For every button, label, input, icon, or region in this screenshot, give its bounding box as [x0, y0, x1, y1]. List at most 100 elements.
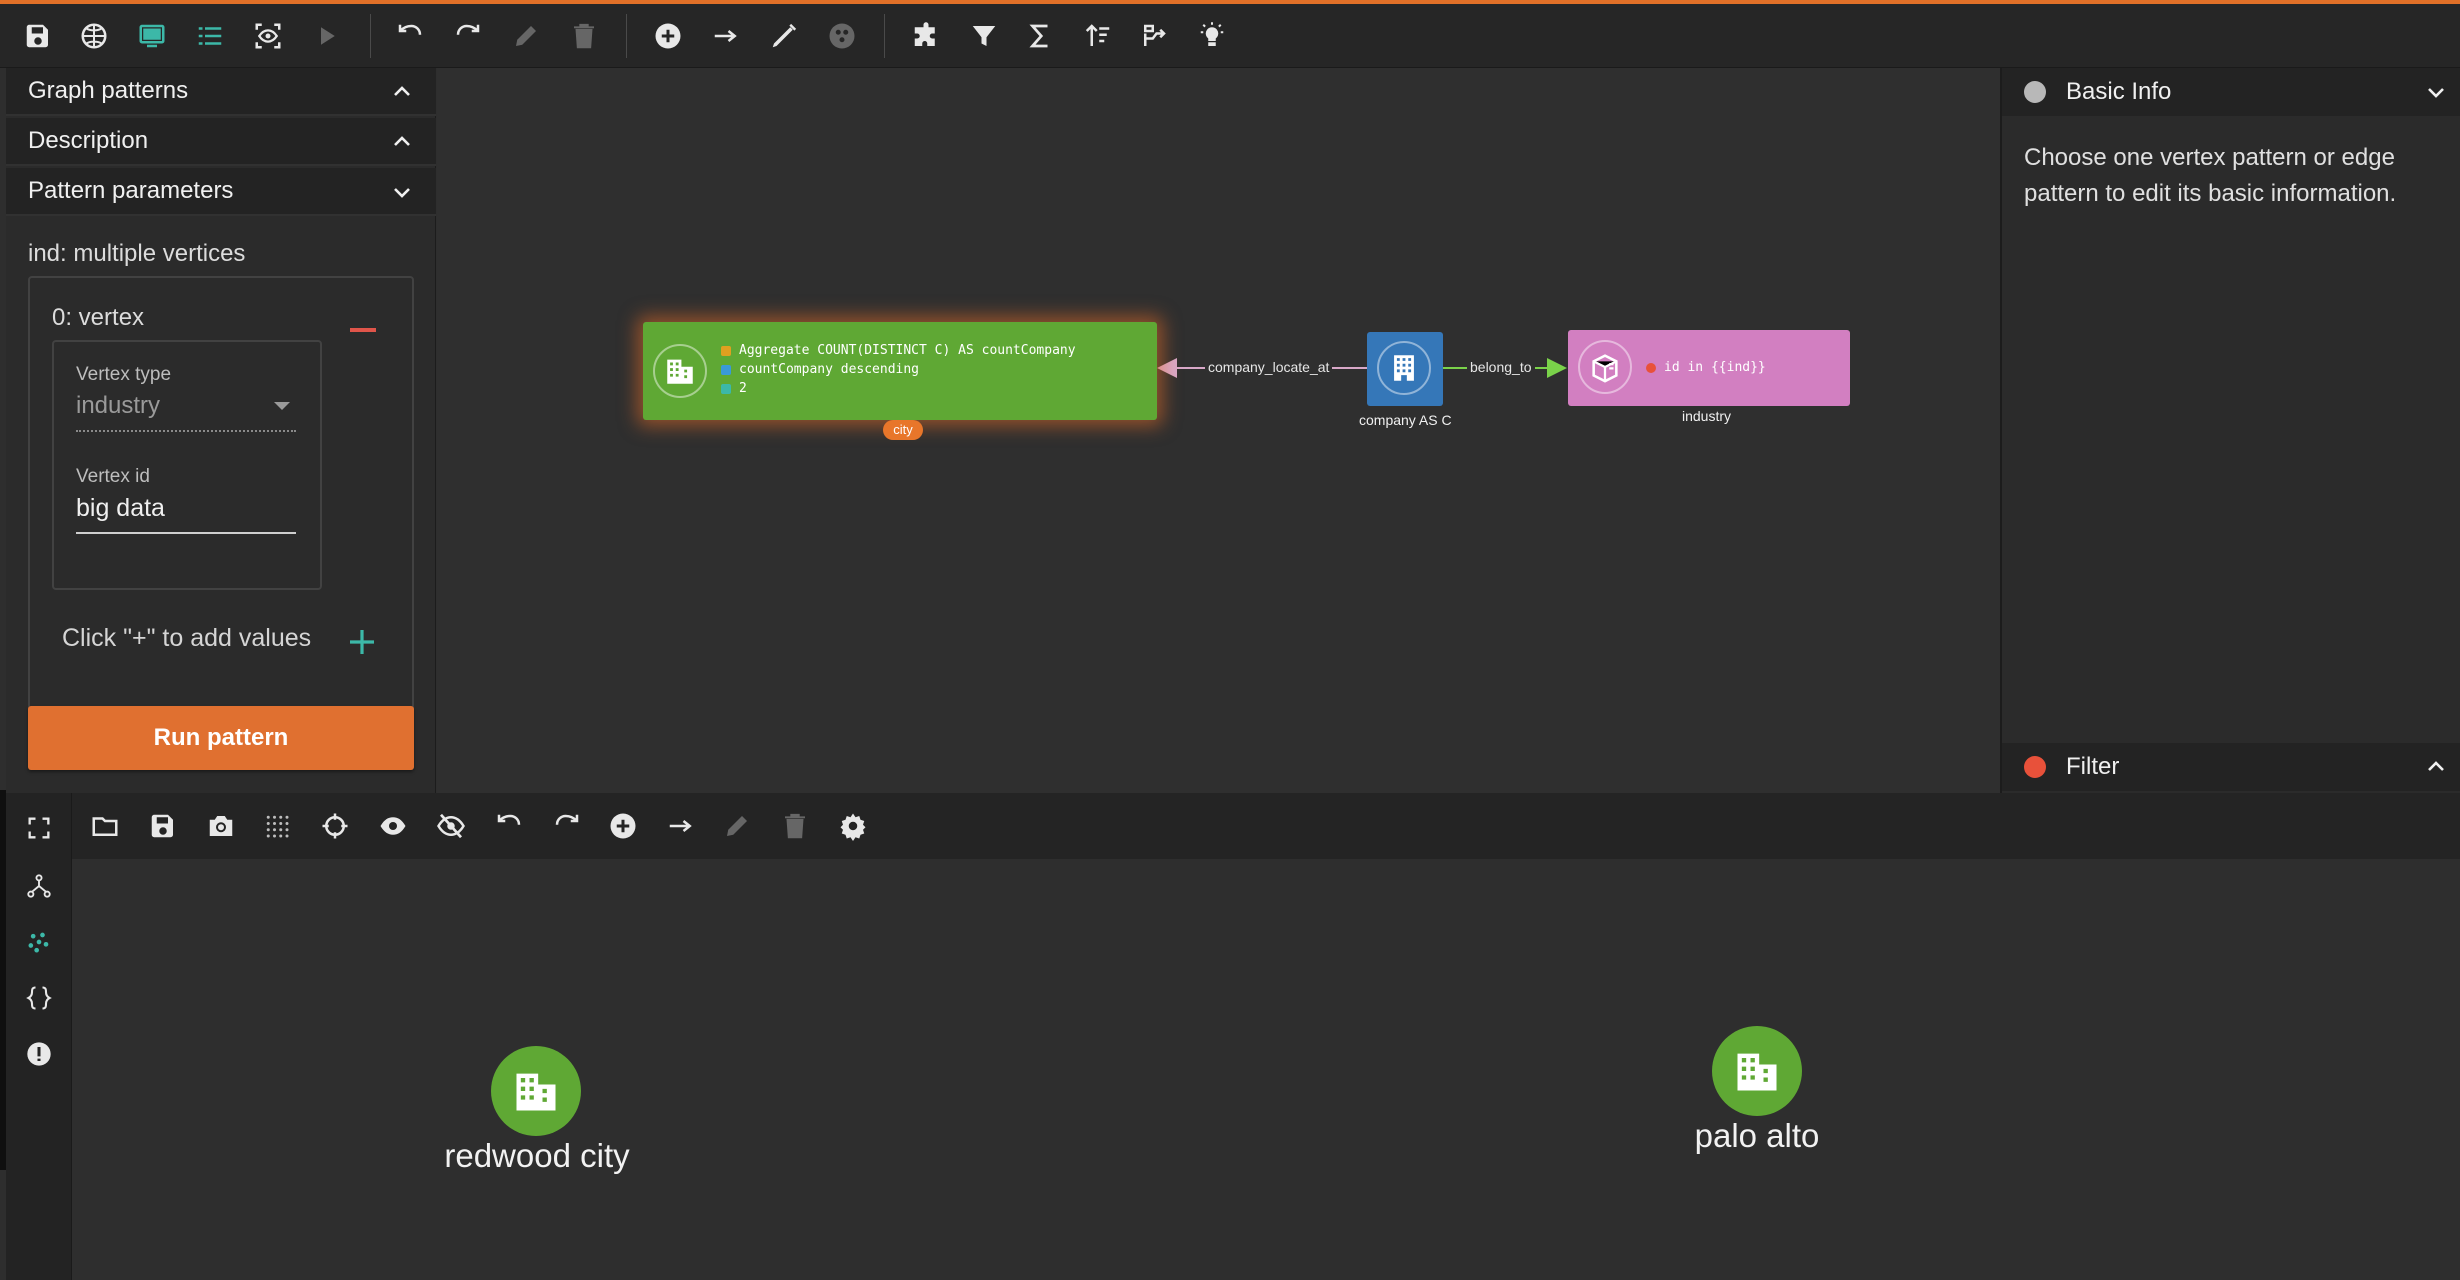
industry-icon — [1578, 340, 1632, 394]
main-toolbar — [0, 4, 2460, 68]
redo-icon[interactable] — [548, 807, 586, 845]
building-icon — [653, 344, 707, 398]
trash-icon[interactable] — [776, 807, 814, 845]
company-caption: company AS C — [1359, 412, 1452, 428]
play-icon[interactable] — [304, 14, 348, 58]
globe-icon[interactable] — [72, 14, 116, 58]
industry-vertex-pattern[interactable]: id in {{ind}} — [1568, 330, 1850, 406]
condition-text: id in {{ind}} — [1664, 360, 1766, 375]
company-vertex-pattern[interactable] — [1367, 332, 1443, 406]
edge-label-company-locate-at: company_locate_at — [1205, 359, 1333, 375]
city-tag: city — [883, 420, 923, 440]
edges-layer — [1157, 358, 1567, 378]
pattern-parameters-title: Pattern parameters — [28, 177, 234, 204]
basic-info-text: Choose one vertex pattern or edge patter… — [2024, 144, 2397, 207]
undo-icon[interactable] — [490, 807, 528, 845]
industry-caption: industry — [1682, 408, 1732, 424]
chevron-down-icon — [394, 188, 410, 198]
vertex-fields-box: Vertex type industry Vertex id big data — [52, 340, 322, 590]
filter-title: Filter — [2066, 753, 2120, 780]
description-header[interactable]: Description — [6, 118, 436, 166]
chevron-up-icon — [394, 136, 410, 146]
pattern-canvas[interactable]: company_locate_at belong_to Aggregate CO… — [437, 68, 2000, 793]
edit-line-icon[interactable] — [762, 14, 806, 58]
arrow-right-icon[interactable] — [662, 807, 700, 845]
vertex-id-input[interactable]: big data — [76, 494, 296, 534]
add-circle-icon[interactable] — [646, 14, 690, 58]
sort-icon[interactable] — [1076, 14, 1120, 58]
result-node-redwood-city[interactable] — [491, 1046, 581, 1136]
vertex-type-select[interactable]: industry — [76, 392, 296, 432]
vertex-id-label: Vertex id — [76, 466, 150, 487]
folder-icon[interactable] — [86, 807, 124, 845]
run-pattern-button[interactable]: Run pattern — [28, 706, 414, 770]
scatter-icon[interactable] — [22, 925, 56, 959]
sort-line: countCompany descending — [721, 362, 919, 377]
bulb-icon[interactable] — [1190, 14, 1234, 58]
add-value-icon[interactable] — [346, 626, 378, 658]
redo-icon[interactable] — [446, 14, 490, 58]
filter-header[interactable]: Filter — [2002, 743, 2460, 791]
pattern-panel: Graph patterns Description Pattern param… — [6, 68, 436, 793]
grid-icon[interactable] — [258, 807, 296, 845]
result-node-label: palo alto — [1694, 1117, 1820, 1154]
gear-icon[interactable] — [834, 807, 872, 845]
graph-patterns-title: Graph patterns — [28, 77, 189, 104]
result-node-label: redwood city — [444, 1137, 630, 1174]
pattern-parameters-header[interactable]: Pattern parameters — [6, 168, 436, 216]
vertex-item-label: 0: vertex — [52, 304, 145, 331]
save-icon[interactable] — [144, 807, 182, 845]
dropdown-caret-icon — [274, 402, 290, 410]
arrow-right-icon[interactable] — [704, 14, 748, 58]
braces-icon[interactable] — [22, 981, 56, 1015]
eye-off-icon[interactable] — [432, 807, 470, 845]
info-icon[interactable] — [22, 1037, 56, 1071]
sigma-icon[interactable] — [1018, 14, 1062, 58]
result-graph-view[interactable]: redwood city palo alto — [72, 859, 2460, 1280]
status-dot — [2024, 81, 2046, 103]
top-accent-bar — [0, 0, 2460, 4]
add-values-hint: Click "+" to add values — [62, 624, 312, 652]
tokens-icon[interactable] — [820, 14, 864, 58]
status-dot — [2024, 756, 2046, 778]
fullscreen-icon[interactable] — [22, 811, 56, 845]
list-icon[interactable] — [188, 14, 232, 58]
filter-icon[interactable] — [962, 14, 1006, 58]
edge-label-belong-to: belong_to — [1467, 359, 1535, 375]
building-icon — [1737, 1053, 1777, 1091]
split-icon[interactable] — [1132, 14, 1176, 58]
eye-icon[interactable] — [374, 807, 412, 845]
add-circle-icon[interactable] — [604, 807, 642, 845]
result-node-palo-alto[interactable] — [1712, 1026, 1802, 1116]
graph-icon[interactable] — [22, 869, 56, 903]
description-title: Description — [28, 127, 149, 154]
building-icon — [516, 1073, 556, 1111]
chevron-up-icon — [394, 86, 410, 96]
chevron-up-icon — [2428, 761, 2444, 771]
limit-text: 2 — [739, 381, 747, 396]
eye-scan-icon[interactable] — [246, 14, 290, 58]
result-toolbar — [72, 793, 2460, 859]
toolbar-divider — [884, 14, 885, 58]
undo-icon[interactable] — [388, 14, 432, 58]
graph-patterns-header[interactable]: Graph patterns — [6, 68, 436, 116]
properties-panel: Basic Info Choose one vertex pattern or … — [2000, 68, 2460, 793]
camera-icon[interactable] — [202, 807, 240, 845]
trash-icon[interactable] — [562, 14, 606, 58]
basic-info-header[interactable]: Basic Info — [2002, 68, 2460, 116]
monitor-icon[interactable] — [130, 14, 174, 58]
crosshair-icon[interactable] — [316, 807, 354, 845]
aggregate-line: Aggregate COUNT(DISTINCT C) AS countComp… — [721, 343, 1076, 358]
city-vertex-pattern[interactable]: Aggregate COUNT(DISTINCT C) AS countComp… — [643, 322, 1157, 420]
parameter-name: ind: multiple vertices — [28, 240, 246, 267]
toolbar-divider — [370, 14, 371, 58]
pencil-icon[interactable] — [718, 807, 756, 845]
aggregate-text: Aggregate COUNT(DISTINCT C) AS countComp… — [739, 343, 1076, 358]
save-icon[interactable] — [16, 14, 60, 58]
remove-value-button[interactable] — [350, 328, 376, 332]
pencil-icon[interactable] — [504, 14, 548, 58]
puzzle-icon[interactable] — [904, 14, 948, 58]
condition-line: id in {{ind}} — [1646, 360, 1766, 375]
parameter-values-box: 0: vertex Vertex type industry Vertex id… — [28, 276, 414, 752]
